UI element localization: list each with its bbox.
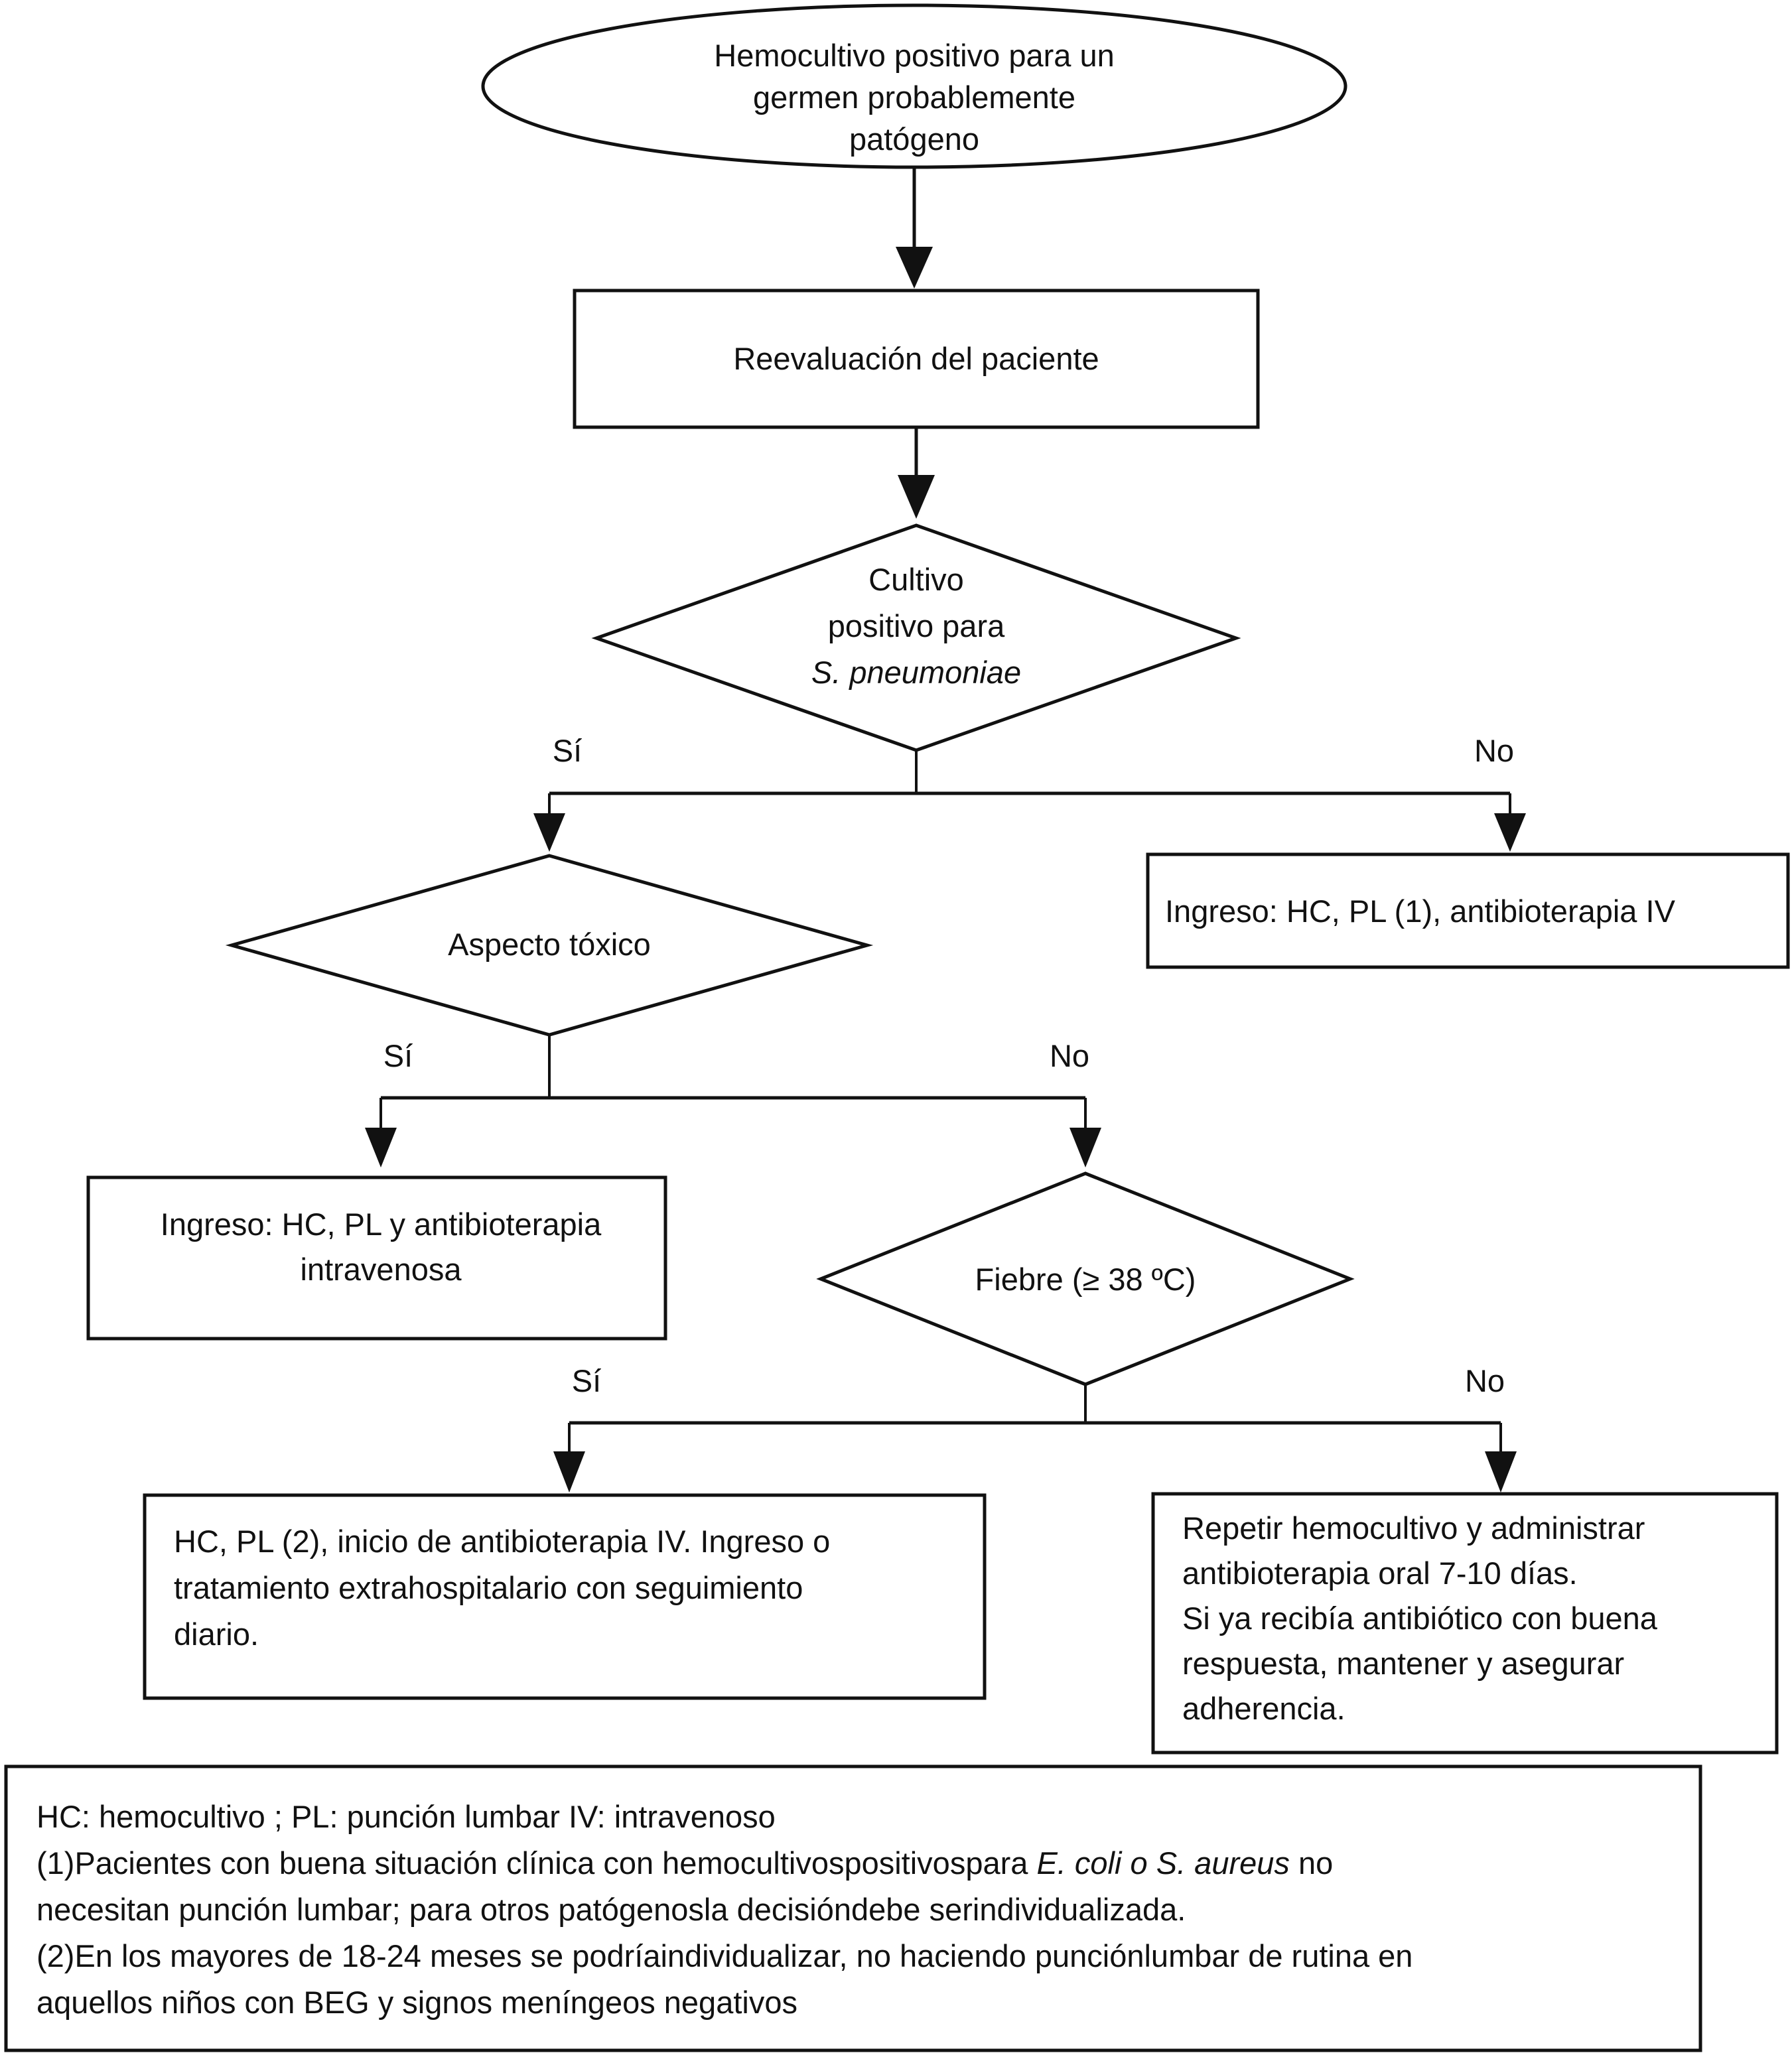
node-ingreso-toxico-line-2: intravenosa xyxy=(301,1252,462,1287)
node-start-line-2: germen probablemente xyxy=(753,80,1075,115)
legend-line-4: (2)En los mayores de 18-24 meses se podr… xyxy=(36,1938,1413,1973)
node-repetir-hc-line-1: Repetir hemocultivo y administrar xyxy=(1182,1510,1645,1546)
legend-line-2: (1)Pacientes con buena situación clínica… xyxy=(36,1845,1333,1881)
node-decision-toxico-label: Aspecto tóxico xyxy=(448,927,651,962)
node-decision-cultivo-line-2: positivo para xyxy=(828,608,1005,643)
legend-line-3: necesitan punción lumbar; para otros pat… xyxy=(36,1892,1186,1927)
arrowhead-fiebre-yes xyxy=(553,1451,585,1493)
node-hc-pl-2-line-1: HC, PL (2), inicio de antibioterapia IV.… xyxy=(174,1524,830,1559)
legend-line-1: HC: hemocultivo ; PL: punción lumbar IV:… xyxy=(36,1799,776,1834)
arrowhead-reevaluacion-to-cultivo xyxy=(898,475,935,519)
node-ingreso-toxico-line-1: Ingreso: HC, PL y antibioterapia xyxy=(161,1207,602,1242)
node-hc-pl-2-rect xyxy=(143,1493,987,1700)
legend-line-2-species-saureus: S. aureus xyxy=(1156,1845,1290,1881)
arrowhead-start-to-reevaluacion xyxy=(896,247,933,289)
branch-label-fiebre-no: No xyxy=(1465,1363,1505,1398)
arrowhead-toxico-no xyxy=(1069,1128,1101,1167)
branch-label-cultivo-yes: Sí xyxy=(553,733,582,768)
node-hc-pl-2-line-3: diario. xyxy=(174,1617,259,1652)
node-repetir-hc-rect xyxy=(1151,1492,1779,1755)
node-decision-cultivo-line-1: Cultivo xyxy=(868,562,964,597)
node-repetir-hc-line-3: Si ya recibía antibiótico con buena xyxy=(1182,1601,1658,1636)
node-repetir-hc-line-2: antibioterapia oral 7-10 días. xyxy=(1182,1556,1578,1591)
legend-line-2-part-c: o xyxy=(1121,1845,1156,1881)
branch-label-toxico-no: No xyxy=(1050,1038,1089,1073)
node-decision-cultivo-line-3: S. pneumoniae xyxy=(811,655,1021,690)
arrowhead-fiebre-no xyxy=(1485,1451,1517,1493)
node-repetir-hc-line-5: adherencia. xyxy=(1182,1691,1345,1726)
legend-box xyxy=(4,1764,1702,2052)
legend-line-5: aquellos niños con BEG y signos meníngeo… xyxy=(36,1985,797,2020)
arrowhead-cultivo-no xyxy=(1494,813,1526,852)
node-hc-pl-2-line-2: tratamiento extrahospitalario con seguim… xyxy=(174,1570,803,1605)
node-start-line-1: Hemocultivo positivo para un xyxy=(714,38,1114,73)
branch-label-toxico-yes: Sí xyxy=(383,1038,413,1073)
arrowhead-cultivo-yes xyxy=(533,813,565,852)
arrowhead-toxico-yes xyxy=(365,1128,397,1167)
node-decision-fiebre-label: Fiebre (≥ 38 ºC) xyxy=(975,1262,1196,1297)
node-ingreso-no-pneumo-rect xyxy=(1146,852,1790,969)
node-ingreso-no-pneumo-label: Ingreso: HC, PL (1), antibioterapia IV xyxy=(1165,894,1676,929)
node-repetir-hc-line-4: respuesta, mantener y asegurar xyxy=(1182,1646,1624,1681)
node-ingreso-toxico-rect xyxy=(86,1175,667,1341)
node-start-line-3: patógeno xyxy=(849,121,979,157)
legend-line-2-part-a: (1)Pacientes con buena situación clínica… xyxy=(36,1845,1036,1881)
legend-line-2-part-e: no xyxy=(1290,1845,1333,1881)
branch-label-fiebre-yes: Sí xyxy=(572,1363,601,1398)
legend-line-2-species-ecoli: E. coli xyxy=(1036,1845,1123,1881)
node-reevaluacion-rect xyxy=(573,289,1260,429)
branch-label-cultivo-no: No xyxy=(1474,733,1514,768)
node-reevaluacion-label: Reevaluación del paciente xyxy=(733,341,1099,376)
